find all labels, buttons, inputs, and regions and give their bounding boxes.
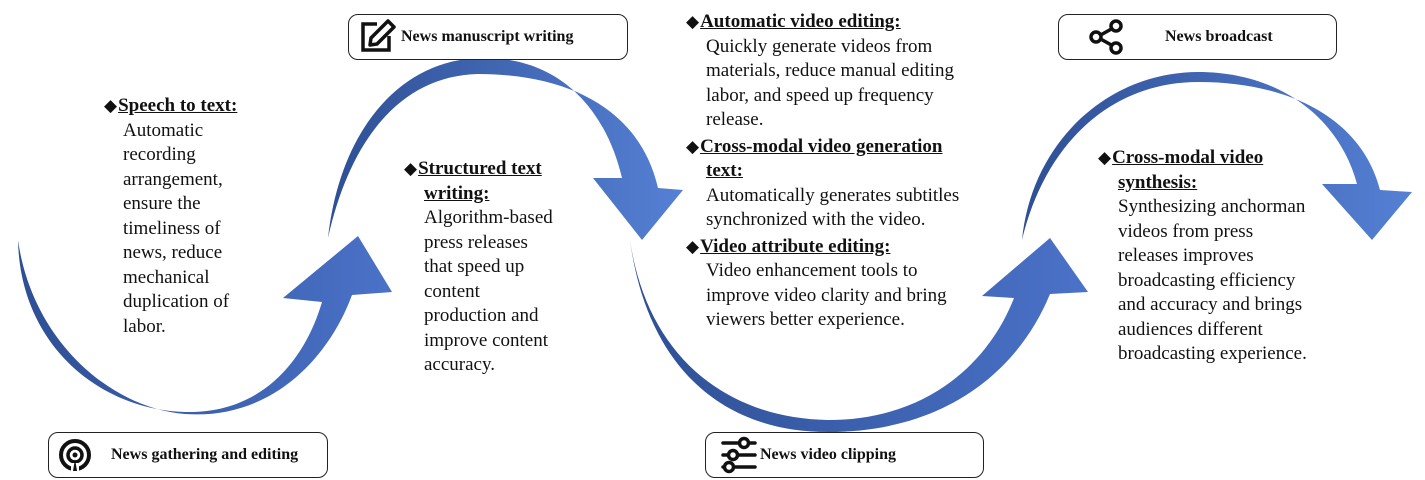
- arrow-clipping: [630, 238, 1088, 432]
- arrow-writing: [328, 57, 683, 241]
- body-line: broadcasting experience.: [1118, 343, 1307, 364]
- heading-text: Cross-modal video: [1112, 147, 1264, 168]
- body-line: press releases: [424, 231, 528, 253]
- share-icon: [1087, 18, 1125, 56]
- heading-text: Cross-modal video generation: [700, 135, 943, 157]
- diamond-bullet-icon: ◆: [1098, 148, 1112, 167]
- body-line: improve video clarity and bring: [706, 284, 947, 306]
- heading-text: Speech to text:: [118, 95, 238, 116]
- body-line: releases improves: [1118, 245, 1254, 266]
- body-line: and accuracy and brings: [1118, 294, 1303, 315]
- body-line: content: [424, 280, 480, 302]
- body-line: that speed up: [424, 256, 525, 277]
- block-body: Automatically generates subtitles synchr…: [686, 184, 959, 233]
- block-heading: ◆Automatic video editing:: [686, 10, 959, 35]
- block-body: Quickly generate videos from materials, …: [686, 35, 959, 133]
- heading-text: text:: [706, 160, 743, 181]
- block-heading: ◆Video attribute editing:: [686, 235, 959, 260]
- body-line: viewers better experience.: [706, 309, 905, 330]
- video-item-cross-modal-generation: ◆Cross-modal video generation text: Auto…: [686, 135, 959, 233]
- body-line: Algorithm-based: [424, 207, 553, 228]
- body-line: Synthesizing anchorman: [1118, 196, 1306, 217]
- body-line: mechanical: [123, 266, 210, 288]
- block-body: Synthesizing anchorman videos from press…: [1098, 195, 1307, 367]
- body-line: audiences different: [1118, 318, 1263, 340]
- stage-news-broadcast: News broadcast: [1058, 14, 1337, 60]
- video-editing-block: ◆Automatic video editing: Quickly genera…: [686, 10, 959, 333]
- block-heading: ◆Structured text: [404, 157, 553, 182]
- cross-modal-video-synthesis-block: ◆Cross-modal video synthesis: Synthesizi…: [1098, 146, 1307, 367]
- stage-news-video-clipping: News video clipping: [705, 432, 984, 478]
- structured-text-writing-block: ◆Structured text writing: Algorithm-base…: [404, 157, 553, 378]
- diamond-bullet-icon: ◆: [686, 236, 700, 256]
- block-body: Algorithm-based press releases that spee…: [404, 206, 553, 378]
- block-body: Video enhancement tools to improve video…: [686, 259, 959, 333]
- heading-text: Structured text: [418, 158, 542, 179]
- body-line: improve content: [424, 329, 548, 351]
- body-line: videos from press: [1118, 220, 1254, 242]
- body-line: broadcasting efficiency: [1118, 269, 1296, 291]
- body-line: Automatic: [123, 119, 204, 141]
- video-item-attribute-editing: ◆Video attribute editing: Video enhancem…: [686, 235, 959, 333]
- arrow-gathering: [18, 236, 392, 415]
- body-line: duplication of: [123, 291, 230, 312]
- sliders-icon: [720, 436, 758, 474]
- speech-to-text-block: ◆Speech to text: Automatic recording arr…: [104, 94, 237, 339]
- heading-text: synthesis:: [1118, 171, 1198, 193]
- body-line: production and: [424, 305, 539, 326]
- video-item-automatic-editing: ◆Automatic video editing: Quickly genera…: [686, 10, 959, 133]
- stage-news-gathering: News gathering and editing: [48, 432, 328, 478]
- edit-icon: [357, 18, 397, 56]
- block-heading-cont: synthesis:: [1098, 171, 1307, 196]
- body-line: Video enhancement tools to: [706, 260, 918, 281]
- body-line: synchronized with the video.: [706, 209, 926, 230]
- diamond-bullet-icon: ◆: [686, 12, 700, 31]
- diamond-bullet-icon: ◆: [404, 159, 418, 178]
- body-line: recording: [123, 144, 196, 165]
- block-heading: ◆Cross-modal video: [1098, 146, 1307, 171]
- stage-label: News gathering and editing: [111, 446, 299, 463]
- block-body: Automatic recording arrangement, ensure …: [104, 119, 237, 340]
- body-line: timeliness of: [123, 217, 221, 239]
- body-line: materials, reduce manual editing: [706, 60, 954, 81]
- body-line: labor.: [123, 315, 166, 337]
- heading-text: Automatic video editing:: [700, 11, 901, 32]
- block-heading: ◆Speech to text:: [104, 94, 237, 119]
- body-line: labor, and speed up frequency: [706, 84, 934, 106]
- body-line: ensure the: [123, 193, 201, 214]
- podcast-icon: [57, 437, 93, 473]
- stage-label: News video clipping: [760, 446, 897, 463]
- body-line: Automatically generates subtitles: [706, 184, 960, 206]
- body-line: arrangement,: [123, 168, 223, 190]
- body-line: Quickly generate videos from: [706, 35, 933, 57]
- block-heading: ◆Cross-modal video generation: [686, 135, 959, 160]
- body-line: news, reduce: [123, 242, 223, 263]
- diamond-bullet-icon: ◆: [686, 136, 700, 156]
- heading-text: writing:: [424, 182, 490, 204]
- stage-label: News broadcast: [1165, 28, 1273, 45]
- body-line: release.: [706, 109, 764, 130]
- block-heading-cont: writing:: [404, 182, 553, 207]
- stage-label: News manuscript writing: [401, 28, 574, 45]
- arrow-broadcast: [1022, 72, 1412, 240]
- block-heading-cont: text:: [686, 159, 959, 184]
- body-line: accuracy.: [424, 354, 496, 375]
- heading-text: Video attribute editing:: [700, 235, 891, 257]
- diamond-bullet-icon: ◆: [104, 96, 118, 115]
- stage-news-manuscript-writing: News manuscript writing: [348, 14, 628, 60]
